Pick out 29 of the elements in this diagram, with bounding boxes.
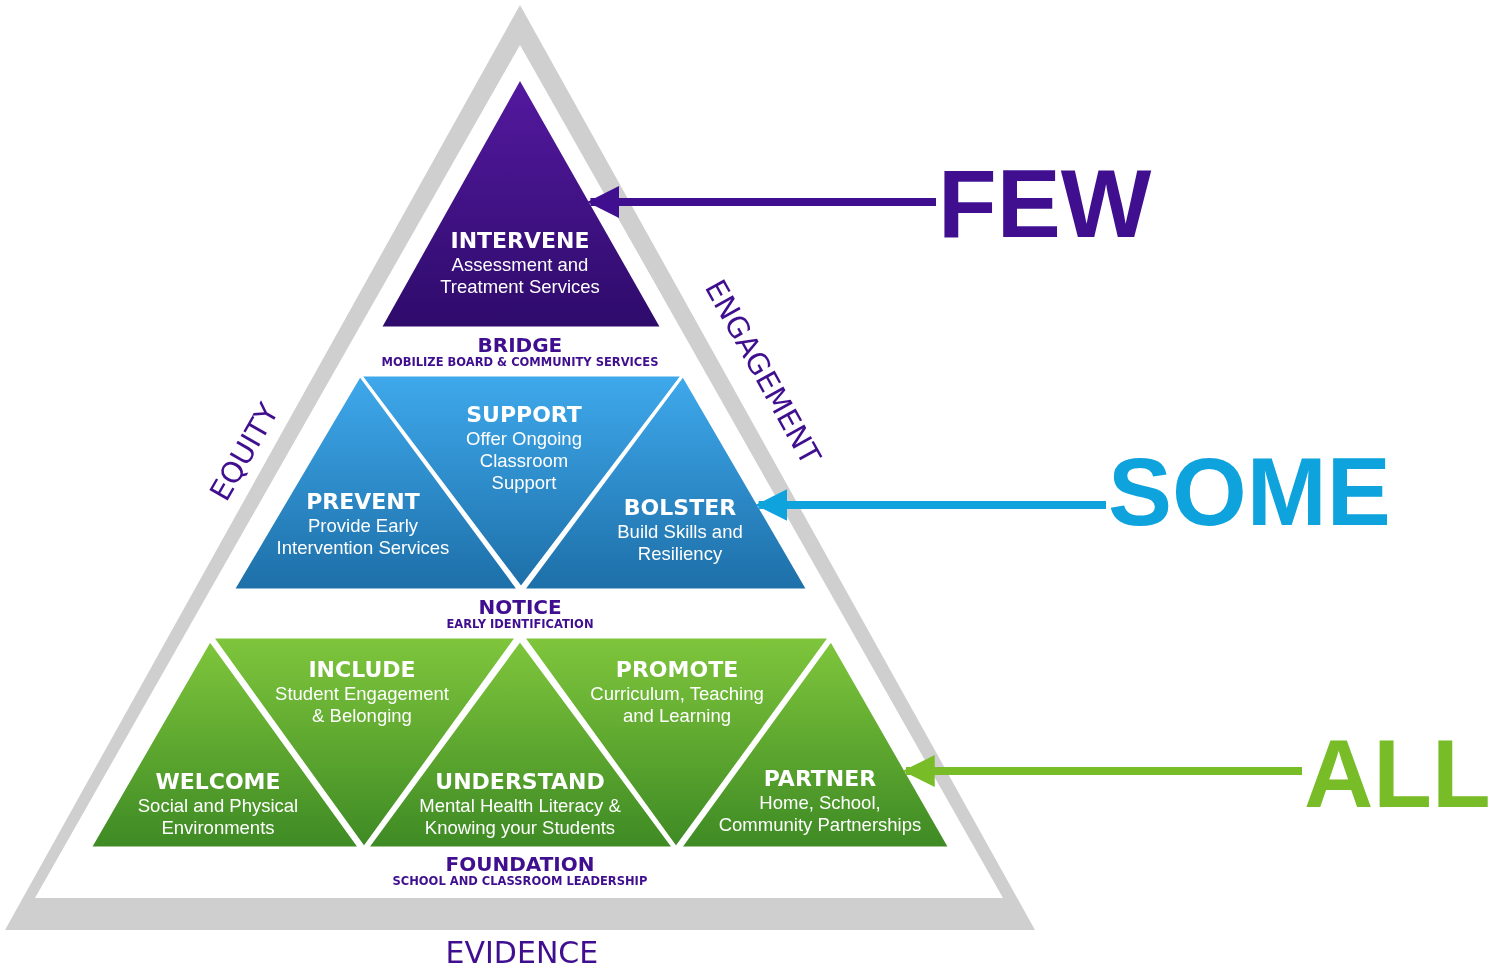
tier-description: Student Engagement & Belonging [274,683,450,727]
tier-heading: INCLUDE [308,657,416,683]
tier-description: Mental Health Literacy & Knowing your Students [418,795,622,839]
band-subtitle: SCHOOL AND CLASSROOM LEADERSHIP [392,875,648,887]
band-subtitle: EARLY IDENTIFICATION [446,618,594,630]
arrow [755,489,1106,521]
tier-heading: PROMOTE [615,657,739,683]
tier-heading: PREVENT [306,489,420,515]
tier-description: Build Skills and Resiliency [616,521,744,565]
tier-description: Curriculum, Teaching and Learning [589,683,765,727]
band-heading: BRIDGE [477,334,563,356]
tier-heading: SUPPORT [466,402,582,428]
tier-heading: WELCOME [155,769,281,795]
tier-description: Offer Ongoing Classroom Support [465,428,583,494]
tier-description: Provide Early Intervention Services [275,515,451,559]
tier-heading: BOLSTER [623,495,737,521]
tier-description: Home, School, Community Partnerships [717,792,923,836]
band-heading: NOTICE [478,596,562,618]
band-heading: FOUNDATION [445,853,595,875]
tier-heading: UNDERSTAND [435,769,605,795]
tier-heading: PARTNER [763,766,877,792]
level-word: ALL [1304,720,1488,827]
band-subtitle: MOBILIZE BOARD & COMMUNITY SERVICES [381,356,659,368]
level-word: FEW [938,150,1152,257]
base-label: EVIDENCE [445,937,599,969]
tier-description: Assessment and Treatment Services [439,254,601,298]
tier-description: Social and Physical Environments [136,795,300,839]
tier-heading: INTERVENE [450,228,590,254]
level-word: SOME [1108,438,1391,545]
